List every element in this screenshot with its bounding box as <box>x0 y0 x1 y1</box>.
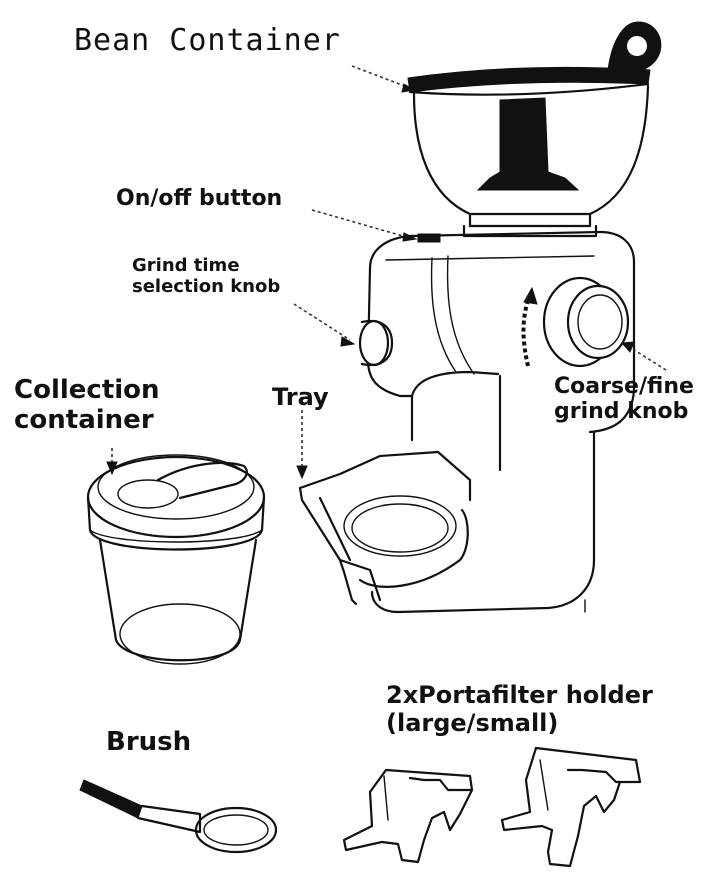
coarse-fine-knob <box>521 276 630 368</box>
label-coarse-fine-line1: Coarse/fine <box>554 374 694 399</box>
label-coarse-fine-line2: grind knob <box>554 399 689 425</box>
label-grind-time-line2: selection knob <box>132 275 281 297</box>
tray <box>298 450 472 606</box>
portafilter-holder-large <box>500 746 642 868</box>
label-brush: Brush <box>106 727 192 757</box>
label-grind-time-knob: Grind time selection knob <box>132 255 281 297</box>
label-bean-container: Bean Container <box>74 23 341 58</box>
label-collection-line2: container <box>14 404 154 435</box>
portafilter-holder-small <box>342 768 474 864</box>
grind-time-knob <box>358 319 394 367</box>
collection-container <box>86 454 266 665</box>
label-portafilter-line1: 2xPortafilter holder <box>386 681 653 709</box>
label-tray: Tray <box>272 383 329 411</box>
label-portafilter-holder: 2xPortafilter holder (large/small) <box>386 681 653 737</box>
label-collection-line1: Collection <box>14 375 160 405</box>
label-on-off-button: On/off button <box>116 186 283 211</box>
bean-container <box>407 21 662 238</box>
brush <box>79 779 278 854</box>
label-collection-container: Collection container <box>14 375 160 436</box>
label-coarse-fine-knob: Coarse/fine grind knob <box>554 374 694 425</box>
label-portafilter-line2: (large/small) <box>386 708 559 737</box>
label-grind-time-line1: Grind time <box>132 255 240 276</box>
leader-lines <box>106 65 667 480</box>
